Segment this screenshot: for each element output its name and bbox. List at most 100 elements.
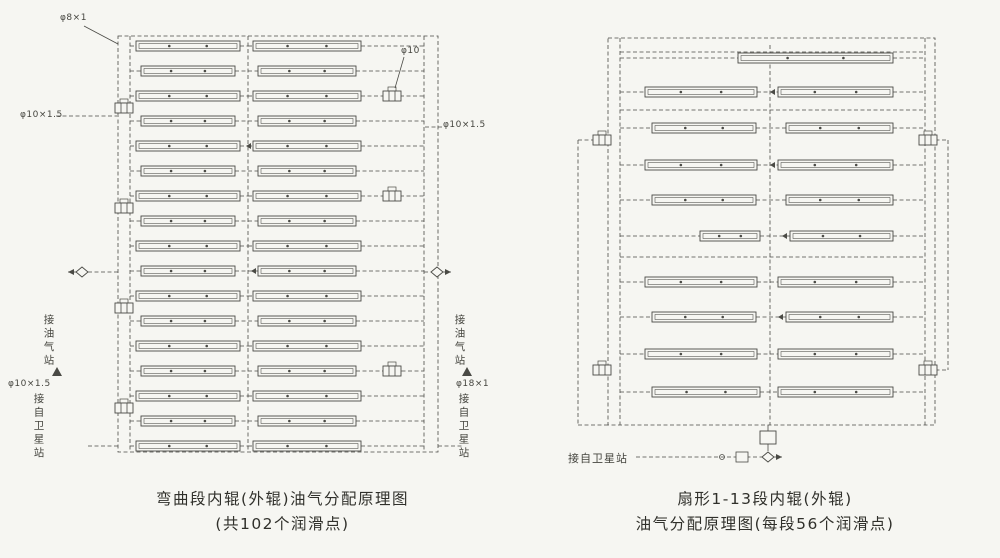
- roller-bar-inner: [143, 218, 233, 224]
- roller-bar: [140, 415, 236, 427]
- lube-point: [325, 144, 328, 148]
- roller-bar: [135, 340, 241, 352]
- roller-bar-inner: [788, 314, 891, 320]
- lube-point: [167, 44, 171, 48]
- lube-point: [288, 319, 291, 323]
- lube-point: [203, 219, 207, 223]
- roller-bar-inner: [138, 43, 238, 49]
- roller-bar: [777, 86, 894, 98]
- roller-bar-inner: [138, 93, 238, 99]
- lube-point: [205, 294, 209, 298]
- roller-bar: [140, 65, 236, 77]
- lube-point: [203, 169, 207, 173]
- lube-point: [818, 315, 822, 319]
- roller-bar: [257, 165, 357, 177]
- roller-bar-inner: [255, 393, 359, 399]
- lube-point: [203, 319, 207, 323]
- roller-bar-inner: [260, 168, 354, 174]
- lube-point: [169, 369, 173, 373]
- roller-bar-inner: [138, 193, 238, 199]
- roller-bar-inner: [260, 68, 354, 74]
- lube-point: [685, 390, 688, 394]
- roller-bar: [252, 140, 362, 152]
- lube-point: [842, 56, 845, 60]
- valve-diamond: [430, 266, 444, 278]
- roller-bar-inner: [260, 368, 354, 374]
- lube-point: [854, 163, 858, 167]
- flow-arrow: [251, 268, 256, 274]
- roller-bar: [777, 386, 894, 398]
- distributor-fitting: [387, 186, 397, 192]
- roller-bar: [140, 115, 236, 127]
- lube-point: [169, 169, 173, 173]
- roller-bar: [777, 276, 894, 288]
- flow-arrow: [776, 454, 782, 460]
- lube-point: [205, 194, 209, 198]
- roller-bar-inner: [780, 89, 891, 95]
- roller-bar: [651, 311, 757, 323]
- lube-point: [679, 163, 683, 167]
- lube-point: [167, 244, 171, 248]
- roller-bar-inner: [260, 118, 354, 124]
- lube-point: [323, 419, 326, 423]
- roller-bar: [777, 159, 894, 171]
- roller-bar-inner: [654, 197, 754, 203]
- distributor-block: [114, 402, 134, 414]
- roller-bar-inner: [260, 318, 354, 324]
- roller-bar-inner: [255, 143, 359, 149]
- roller-bar: [135, 90, 241, 102]
- roller-bar-inner: [780, 162, 891, 168]
- lube-point: [286, 444, 289, 448]
- lube-point: [203, 119, 207, 123]
- valve-diamond: [75, 266, 89, 278]
- roller-bar-inner: [143, 118, 233, 124]
- roller-bar-inner: [647, 89, 755, 95]
- roller-bar-inner: [780, 279, 891, 285]
- lube-point: [325, 444, 328, 448]
- lube-point: [813, 280, 817, 284]
- lube-point: [719, 280, 723, 284]
- distributor-fitting: [119, 398, 129, 404]
- lube-point: [721, 315, 725, 319]
- roller-bar-inner: [143, 168, 233, 174]
- lube-point: [167, 344, 171, 348]
- lube-point: [286, 344, 289, 348]
- lube-point: [205, 144, 209, 148]
- roller-bar-inner: [138, 293, 238, 299]
- lube-point: [286, 44, 289, 48]
- roller-bar-inner: [255, 43, 359, 49]
- right-diagram-subtitle: 油气分配原理图(每段56个润滑点): [635, 515, 895, 533]
- roller-bar-inner: [255, 293, 359, 299]
- lube-point: [854, 280, 858, 284]
- distributor-fitting: [387, 361, 397, 367]
- pipe-size-label-mid-left: φ10×1.5: [20, 110, 63, 120]
- lube-point: [286, 244, 289, 248]
- roller-bar: [257, 315, 357, 327]
- distributor-block: [592, 364, 612, 376]
- roller-bar-inner: [255, 193, 359, 199]
- pipe-size-label-top-right: φ10: [401, 46, 420, 56]
- roller-bar: [135, 290, 241, 302]
- roller-bar: [252, 90, 362, 102]
- distributor-fitting: [597, 360, 607, 366]
- lube-point: [288, 219, 291, 223]
- roller-bar-inner: [138, 443, 238, 449]
- lube-point: [205, 444, 209, 448]
- roller-bar-inner: [255, 93, 359, 99]
- roller-bar-inner: [143, 68, 233, 74]
- lube-point: [205, 44, 209, 48]
- lube-point: [717, 234, 721, 238]
- lube-point: [205, 344, 209, 348]
- left-diagram-title: 弯曲段内辊(外辊)油气分配原理图: [155, 490, 410, 508]
- lube-point: [286, 194, 289, 198]
- lube-point: [288, 169, 291, 173]
- roller-bar: [140, 315, 236, 327]
- lube-point: [169, 69, 173, 73]
- roller-bar: [644, 348, 758, 360]
- lube-point: [286, 394, 289, 398]
- lube-point: [679, 352, 683, 356]
- lube-point: [857, 126, 861, 130]
- roller-bar: [789, 230, 894, 242]
- roller-bar: [252, 40, 362, 52]
- roller-bar: [135, 390, 241, 402]
